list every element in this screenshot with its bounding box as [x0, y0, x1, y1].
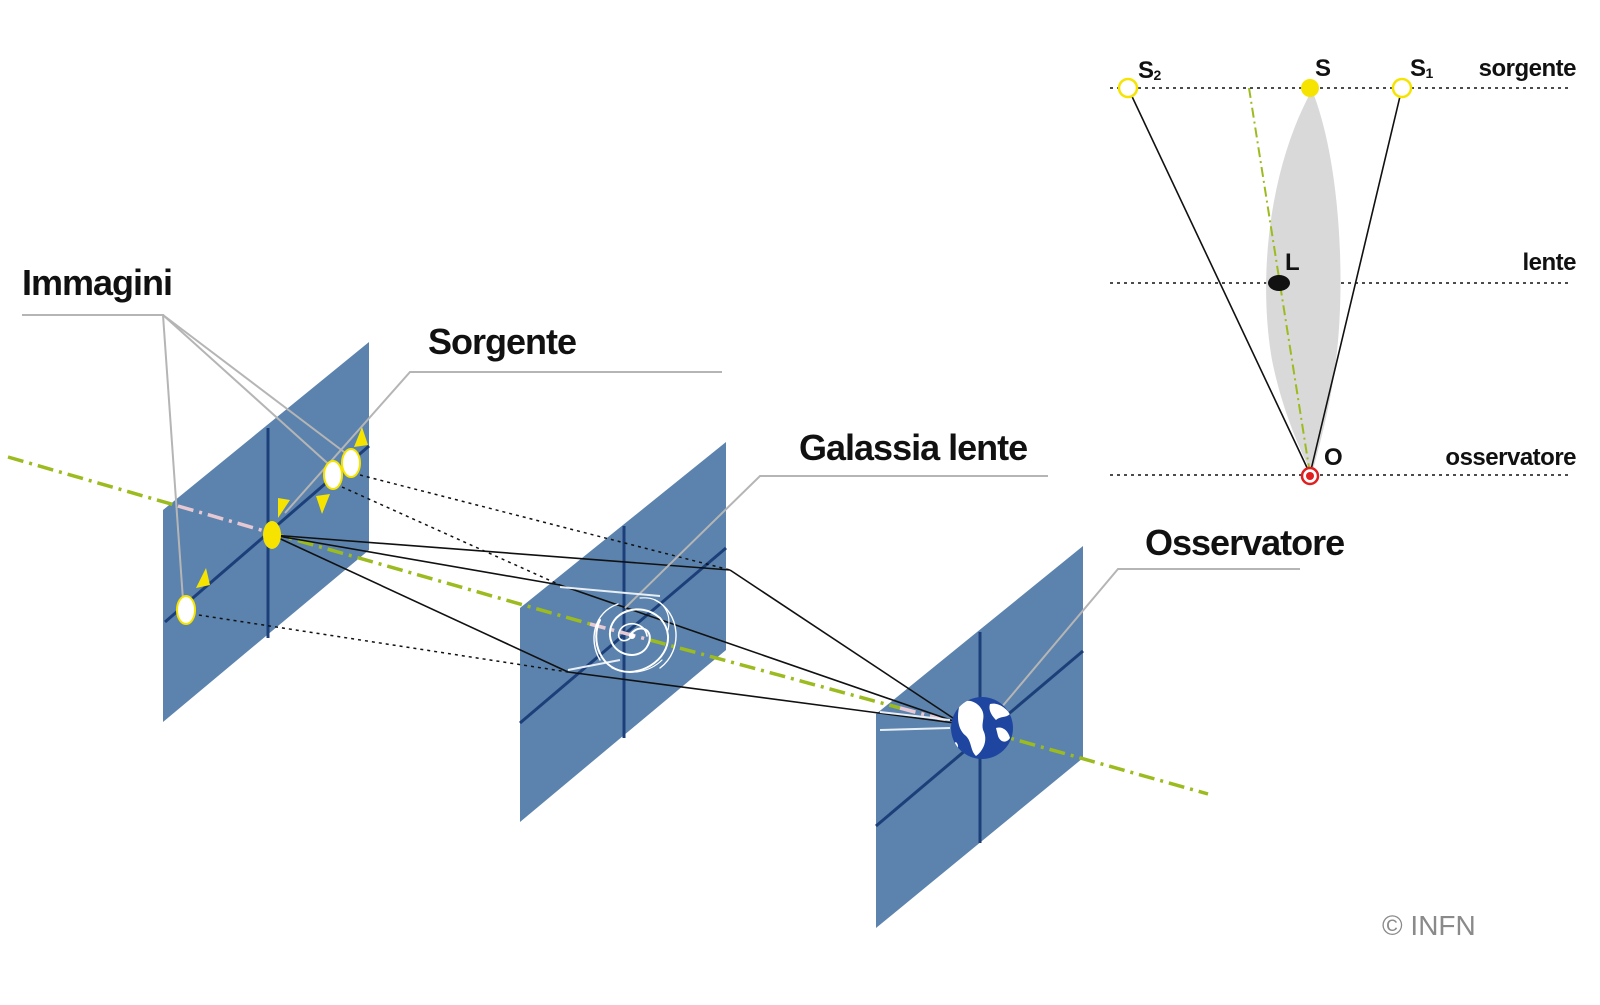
- earth-globe-icon: [951, 697, 1013, 759]
- inset-label-s2: S2: [1138, 57, 1162, 84]
- image-3: [176, 595, 196, 625]
- inset-row-sorgente: sorgente: [1479, 55, 1577, 82]
- apparent-rays: [191, 474, 731, 673]
- label-osservatore: Osservatore: [1145, 522, 1344, 563]
- leader-lines: [22, 314, 1300, 731]
- inset-lens-marker: [1268, 275, 1290, 291]
- light-rays: [271, 534, 963, 725]
- image-2: [341, 448, 361, 478]
- copyright-text: © INFN: [1382, 910, 1476, 941]
- inset-s1-marker: [1391, 77, 1413, 99]
- lens-region: [1266, 90, 1341, 474]
- inset-label-o: O: [1324, 444, 1342, 471]
- inset-row-osservatore: osservatore: [1445, 444, 1576, 471]
- image-markers: [176, 427, 368, 625]
- inset-label-s: S: [1315, 55, 1331, 82]
- inset-s2-marker: [1117, 77, 1139, 99]
- spiral-galaxy-icon: [593, 597, 677, 674]
- label-sorgente: Sorgente: [428, 321, 576, 362]
- label-immagini: Immagini: [22, 262, 172, 303]
- inset-label-s1: S1: [1410, 55, 1434, 82]
- inset-s-marker: [1301, 79, 1319, 97]
- inset-diagram: S2 S S1 L O sorgente lente osservatore: [1110, 55, 1577, 486]
- source-marker: [263, 521, 281, 549]
- inset-row-lente: lente: [1522, 249, 1576, 276]
- image-1: [323, 460, 343, 490]
- label-galassia-lente: Galassia lente: [799, 427, 1027, 468]
- inset-label-l: L: [1285, 249, 1299, 276]
